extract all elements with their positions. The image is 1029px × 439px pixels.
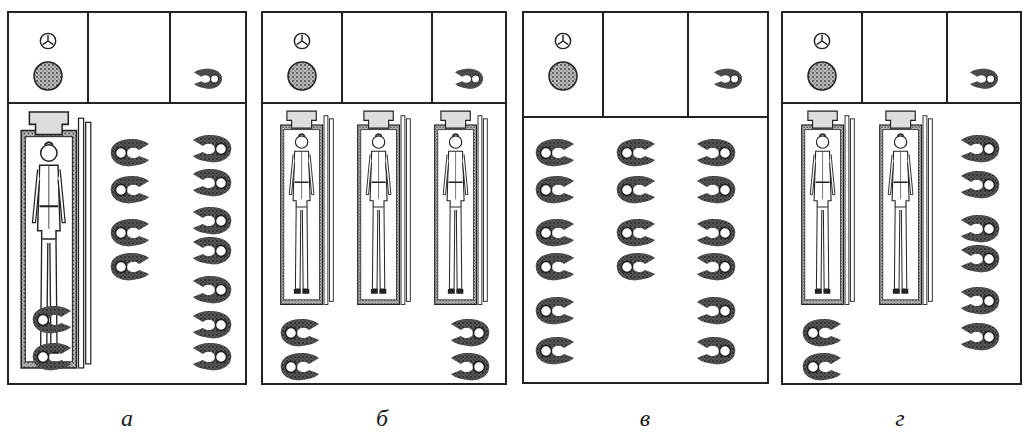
seat-symbol: [193, 169, 231, 196]
vehicle-outline: [262, 12, 506, 384]
seat-symbol: [451, 319, 489, 346]
cab-divider: [169, 12, 171, 103]
stretcher-with-patient: [435, 111, 488, 304]
seat-symbol: [961, 245, 999, 272]
seat-symbol: [961, 171, 999, 198]
cab-partition: [782, 102, 1021, 104]
cab-partition: [262, 102, 506, 104]
seat-symbol: [714, 69, 742, 89]
cab-divider: [341, 12, 343, 103]
cab-divider: [87, 12, 89, 103]
seat-round: [288, 62, 316, 90]
seat-symbol: [281, 319, 319, 346]
stretcher-with-patient: [880, 111, 933, 304]
panel-letter: б: [376, 406, 388, 430]
seat-symbol: [961, 135, 999, 162]
seat-symbol: [536, 297, 574, 324]
seat-symbol: [193, 343, 231, 370]
steering-wheel-symbol: [294, 33, 309, 48]
panel-letter: г: [895, 406, 904, 430]
seat-symbol: [617, 219, 655, 246]
seat-symbol: [697, 253, 735, 280]
steering-wheel-symbol: [555, 33, 570, 48]
seat-symbol: [193, 237, 231, 264]
seat-symbol: [194, 69, 222, 89]
seat-symbol: [536, 219, 574, 246]
seat-round: [34, 62, 62, 90]
seat-symbol: [451, 353, 489, 380]
panel-letter: а: [121, 406, 133, 430]
cab-divider: [946, 12, 948, 103]
seat-symbol: [536, 253, 574, 280]
vehicle-outline: [523, 12, 768, 383]
cab-divider: [687, 12, 689, 117]
seat-symbol: [697, 297, 735, 324]
cab-divider: [602, 12, 604, 117]
seat-symbol: [697, 176, 735, 203]
seat-symbol: [970, 69, 998, 89]
seat-symbol: [961, 287, 999, 314]
seat-symbol: [536, 337, 574, 364]
stretcher-with-patient: [358, 111, 411, 304]
seat-symbol: [803, 353, 841, 380]
seat-symbol: [697, 337, 735, 364]
vehicle-outline: [782, 12, 1021, 384]
stretcher-with-patient: [281, 111, 334, 304]
steering-wheel-symbol: [814, 33, 829, 48]
seat-symbol: [111, 219, 149, 246]
seat-round: [549, 62, 577, 90]
seat-symbol: [617, 253, 655, 280]
seat-symbol: [111, 253, 149, 280]
seat-symbol: [33, 343, 71, 370]
steering-wheel-symbol: [40, 33, 55, 48]
seat-symbol: [697, 139, 735, 166]
seat-symbol: [803, 319, 841, 346]
panel-letter: в: [640, 406, 650, 430]
cab-divider: [431, 12, 433, 103]
seat-symbol: [961, 323, 999, 350]
seat-round: [808, 62, 836, 90]
seat-symbol: [617, 176, 655, 203]
stretcher-with-patient: [802, 111, 855, 304]
seat-symbol: [455, 69, 483, 89]
seat-symbol: [111, 139, 149, 166]
cab-partition: [8, 102, 246, 104]
seat-symbol: [111, 176, 149, 203]
seat-symbol: [961, 215, 999, 242]
seat-symbol: [617, 139, 655, 166]
stretcher-with-patient: [21, 112, 91, 368]
vehicle-outline: [8, 12, 246, 384]
seat-symbol: [193, 135, 231, 162]
cab-partition: [523, 116, 768, 118]
seat-symbol: [193, 276, 231, 303]
cab-divider: [861, 12, 863, 103]
seat-symbol: [33, 306, 71, 333]
seat-symbol: [536, 176, 574, 203]
seat-symbol: [281, 353, 319, 380]
seat-symbol: [193, 207, 231, 234]
seat-symbol: [193, 311, 231, 338]
seat-symbol: [536, 139, 574, 166]
seat-symbol: [697, 219, 735, 246]
